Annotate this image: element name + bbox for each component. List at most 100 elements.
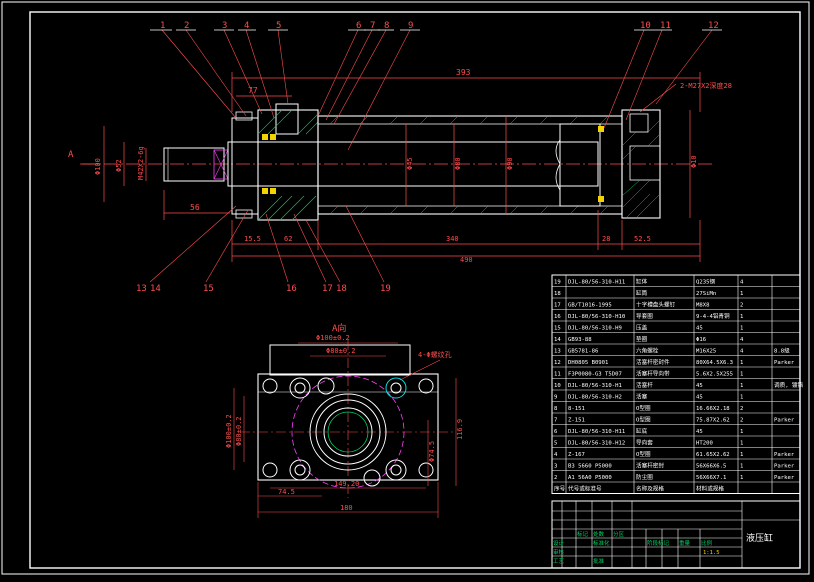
bom-cell: 75.87X2.62	[696, 418, 730, 424]
bom-cell: DJL-80/56-310-H11	[568, 429, 625, 435]
balloon-12: 12	[708, 21, 719, 31]
bom-cell: 15	[554, 326, 561, 332]
bom-cell: 1	[740, 372, 743, 378]
bom-cell: 活塞杆密封件	[636, 358, 670, 366]
bom-cell: 1	[740, 326, 743, 332]
dim-d90: Φ90	[506, 157, 514, 170]
bom-cell: DJL-80/56-310-H12	[568, 441, 625, 447]
bom-cell: 4	[554, 452, 558, 458]
bom-cell: 16	[554, 314, 561, 320]
port-front	[275, 103, 299, 135]
bom-cell: 活塞杆	[636, 381, 653, 389]
bom-cell: Parker	[774, 464, 795, 470]
flange-top	[269, 344, 411, 376]
bom-cell: 1	[740, 360, 743, 366]
bom-cell: 4	[740, 280, 744, 286]
balloons-upper: 1 2 3 4 5 6 7 8 9 10 11 12	[160, 21, 719, 31]
bom-cell: 导向套	[636, 439, 653, 447]
bom-cell: A1 56A0 P5000	[568, 475, 612, 481]
hatch-barrel	[329, 115, 609, 215]
dim-m42: M42X2-6g	[137, 146, 145, 180]
bom-cell: 4	[740, 337, 744, 343]
bom-cell: Φ16	[696, 337, 706, 343]
dim-texts-view-a: Φ100±0.2 Φ80±0.2 4-Φ螺纹孔 Φ100±0.2 Φ80±0.2…	[225, 334, 464, 512]
bom-cell: GB93-88	[568, 337, 592, 343]
bom-cell: 80X64.5X6.3	[696, 360, 733, 366]
dim-d100: Φ100	[94, 158, 102, 175]
balloon-5: 5	[276, 21, 281, 31]
bore-inner	[323, 407, 373, 457]
bom-cell: O型圈	[636, 450, 651, 458]
svg-text:分区: 分区	[613, 530, 625, 538]
bom-cell: 2	[554, 475, 557, 481]
balloon-17: 17	[322, 284, 333, 294]
piston-rod	[227, 141, 599, 187]
balloon-14: 14	[150, 284, 161, 294]
bom-cell: 1	[740, 475, 743, 481]
dim-d80: Φ80	[454, 157, 462, 170]
bom-cell: 5	[554, 441, 557, 447]
bom-cell: 45	[696, 395, 703, 401]
bom-cell: 14	[554, 337, 561, 343]
bom-cell: 活塞杆密封	[636, 462, 664, 470]
bom-cell: Parker	[774, 418, 795, 424]
bom-cell: 16.66X2.18	[696, 406, 730, 412]
bom-cell: 调质, 镀铬	[774, 381, 804, 389]
bom-cell: 十字槽盘头螺钉	[636, 301, 676, 309]
bom-cell: 活塞	[636, 393, 648, 401]
piston	[559, 123, 601, 207]
bom-header-cell: 代号或标准号	[568, 485, 602, 493]
balloon-10: 10	[640, 21, 651, 31]
balloon-1: 1	[160, 21, 165, 31]
dim-total: 393	[456, 68, 471, 77]
dim-a-left1: Φ100±0.2	[225, 414, 233, 448]
bom-cell: 12	[554, 360, 561, 366]
svg-text:阶段标记: 阶段标记	[647, 539, 670, 547]
bore-mid	[315, 399, 381, 465]
dim-a-hole: 4-Φ螺纹孔	[418, 350, 452, 359]
bom-cell: 9-4-4铝青铜	[696, 312, 730, 320]
bom-cell: 4	[740, 349, 744, 355]
bom-cell: 1	[740, 441, 743, 447]
rod-thread	[163, 147, 225, 182]
bom-cell: 56X66X7.1	[696, 475, 726, 481]
dim-490: 490	[460, 256, 473, 264]
dim-28: 28	[602, 235, 610, 243]
balloon-19: 19	[380, 284, 391, 294]
hatch-rear	[621, 119, 661, 219]
dim-a-top1: Φ100±0.2	[316, 334, 350, 342]
balloon-7: 7	[370, 21, 375, 31]
bom-cell: 8.8级	[774, 347, 790, 355]
bom-cell: 活塞杆导向带	[636, 370, 670, 378]
balloon-9: 9	[408, 21, 413, 31]
balloon-6: 6	[356, 21, 361, 31]
bom-cell: Parker	[774, 475, 795, 481]
bom-cell: F3P0080-G3 T5D07	[568, 372, 622, 378]
bom-cell: 1	[740, 429, 743, 435]
bolt-circle	[291, 375, 405, 489]
leaders-top	[149, 29, 713, 283]
balloons-lower: 13 14 15 16 17 18 19	[136, 284, 391, 294]
dims-main	[80, 72, 701, 262]
dim-a-bottom1: 74.5	[278, 488, 295, 496]
bom-cell: Q235钢	[696, 278, 715, 286]
bom-cell: B3 5660 P5000	[568, 464, 612, 470]
balloon-2: 2	[184, 21, 189, 31]
view-a-title: A向	[332, 322, 346, 334]
bom-cell: DJL-80/56-310-H1	[568, 383, 622, 389]
balloon-16: 16	[286, 284, 297, 294]
bom-cell: 六角螺栓	[636, 347, 659, 355]
bom-cell: 61.65X2.62	[696, 452, 730, 458]
dim-a-right1: 116.9	[456, 419, 464, 440]
bom-cell: Parker	[774, 360, 795, 366]
balloon-15: 15	[203, 284, 214, 294]
bom-cell: Z-151	[568, 418, 585, 424]
bom-cell: O型圈	[636, 404, 651, 412]
dim-a-right2: Φ74.5	[428, 441, 436, 462]
bom-cell: HT200	[696, 441, 713, 447]
bom-cell: O型圈	[636, 416, 651, 424]
bom-cell: 8	[554, 406, 558, 412]
drawing-scale: 1:1.5	[703, 550, 720, 556]
